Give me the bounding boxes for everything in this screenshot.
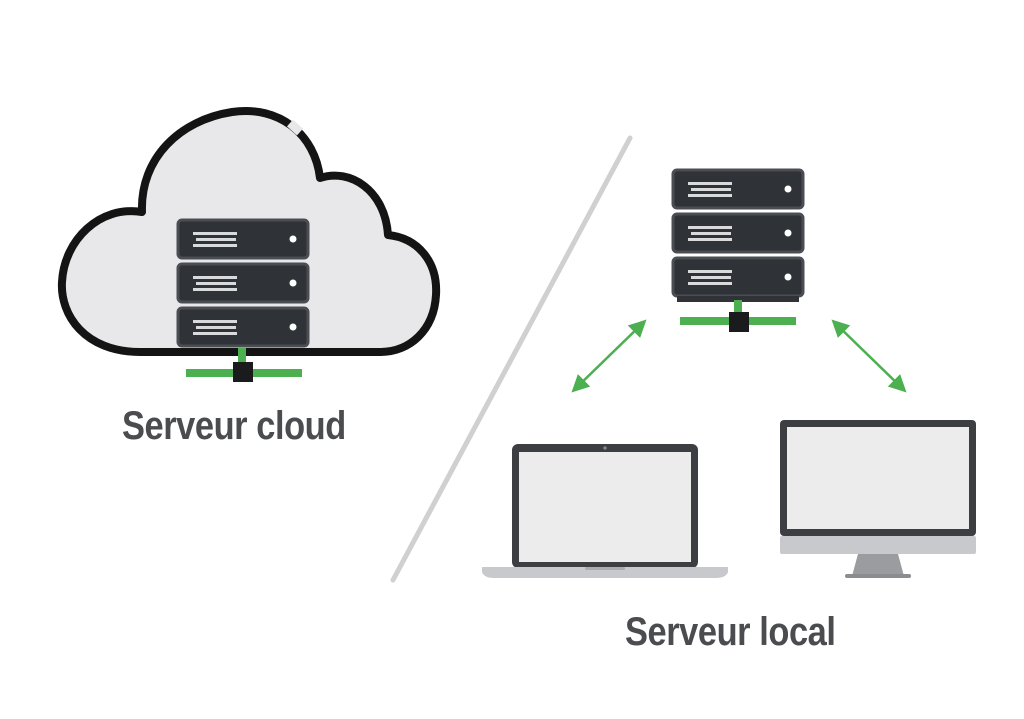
cloud-server-label: Serveur cloud <box>122 404 346 448</box>
laptop-icon <box>482 444 728 578</box>
cloud-network-connector <box>186 348 302 382</box>
server-unit <box>176 218 310 260</box>
divider-line <box>390 135 633 583</box>
server-unit <box>671 256 805 298</box>
local-network-connector <box>680 300 796 332</box>
local-server-label: Serveur local <box>625 610 836 654</box>
desktop-monitor-icon <box>780 420 976 578</box>
server-unit <box>671 212 805 254</box>
server-unit <box>671 168 805 210</box>
local-server-rack-icon <box>671 168 805 302</box>
cloud-server-rack-icon <box>176 218 310 348</box>
double-arrow-icon <box>571 319 647 393</box>
double-arrow-icon <box>831 319 907 393</box>
server-unit <box>176 262 310 304</box>
server-unit <box>176 306 310 348</box>
